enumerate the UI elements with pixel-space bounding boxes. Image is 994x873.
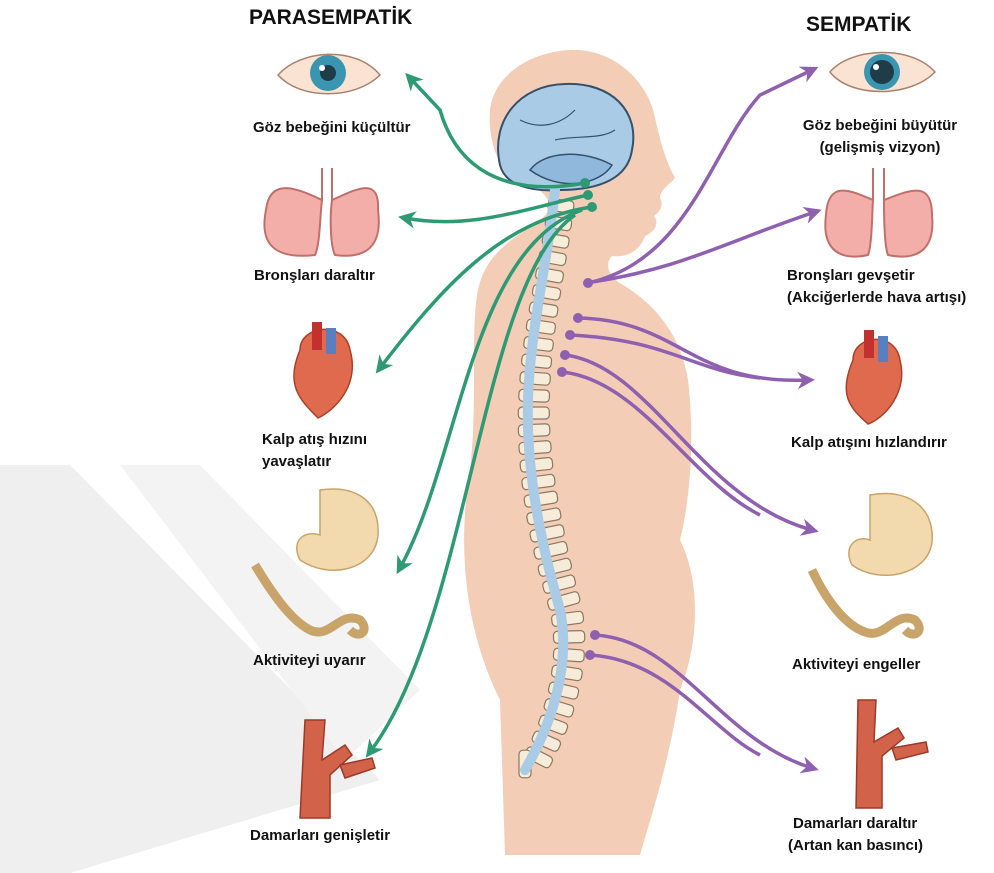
para-heart-label-line1: Kalp atış hızını (262, 430, 367, 450)
parasympathetic-header: PARASEMPATİK (249, 6, 412, 30)
stomach-icon (812, 493, 932, 634)
lungs-icon (825, 168, 932, 257)
para-lungs-label: Bronşları daraltır (254, 266, 375, 286)
para-digestive-label: Aktiviteyi uyarır (253, 651, 366, 671)
symp-vessels-label-line1: Damarları daraltır (793, 814, 917, 834)
sympathetic-header: SEMPATİK (806, 13, 911, 37)
symp-vessels-label-line2: (Artan kan basıncı) (788, 836, 923, 856)
symp-eye-label-line2: (gelişmiş vizyon) (780, 138, 980, 158)
para-vessels-label: Damarları genişletir (250, 826, 390, 846)
symp-lungs-label-line2: (Akciğerlerde hava artışı) (787, 288, 966, 308)
heart-icon (846, 330, 901, 424)
heart-icon (294, 322, 352, 418)
para-heart-label-line2: yavaşlatır (262, 452, 331, 472)
vertebra (520, 457, 553, 472)
para-eye-label: Göz bebeğini küçültür (253, 118, 411, 138)
symp-digestive-label: Aktiviteyi engeller (792, 655, 920, 675)
eye-icon (278, 54, 380, 93)
symp-lungs-label-line1: Bronşları gevşetir (787, 266, 915, 286)
eye-icon (830, 52, 935, 91)
blood-vessel-icon (856, 700, 928, 808)
symp-heart-label: Kalp atışını hızlandırır (791, 433, 947, 453)
vertebra (518, 424, 550, 437)
lungs-icon (264, 168, 378, 256)
vertebra (519, 440, 552, 454)
symp-eye-label-line1: Göz bebeğini büyütür (780, 116, 980, 136)
